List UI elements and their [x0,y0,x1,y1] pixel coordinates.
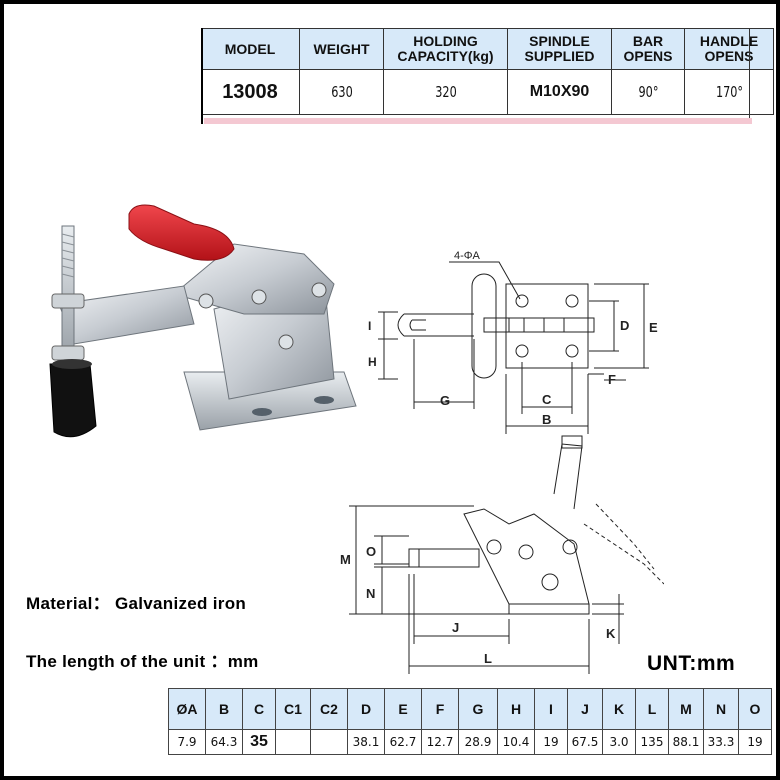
dim-label-I: I [368,319,371,333]
unit-label: UNT:mm [647,652,736,675]
dims-header-C: C [242,688,276,730]
dims-value-K: 3.0 [602,729,636,755]
dimensions-table: ØA B C C1 C2 D E F G H I J K L M N O 7.9 [168,688,772,755]
dims-value-D: 38.1 [347,729,385,755]
dims-value-C: 35 [242,729,276,755]
dims-value-J: 67.5 [567,729,603,755]
dim-label-M: M [340,552,351,567]
dims-value-M: 88.1 [668,729,704,755]
spec-header-weight: WEIGHT [299,28,384,70]
dim-label-K: K [606,626,616,641]
dims-header-I: I [534,688,568,730]
dims-header-B: B [205,688,243,730]
spec-holding-value: 320 [399,69,493,115]
dims-value-O: 19 [738,729,772,755]
dim-label-L: L [484,651,492,666]
spec-model-value: 13008 [201,69,300,115]
product-photo [49,204,357,438]
dims-header-C1: C1 [275,688,311,730]
dims-header-C2: C2 [310,688,348,730]
spec-bar-value: 90° [620,69,676,115]
unit-length-text: The length of the unit ：mm [26,652,259,671]
dim-label-J: J [452,620,459,635]
side-view-drawing: O M N J L K [340,435,664,674]
spec-handle-value: 170° [695,69,763,115]
dims-header-J: J [567,688,603,730]
hole-callout-label: 4-ΦA [454,250,481,262]
dim-label-F: F [608,372,616,387]
dims-value-N: 33.3 [703,729,739,755]
dims-value-E: 62.7 [384,729,422,755]
spec-weight-value: 630 [310,69,374,115]
dims-value-A: 7.9 [168,729,206,755]
spec-spindle-value: M10X90 [507,69,612,115]
dims-header-K: K [602,688,636,730]
dims-value-B: 64.3 [205,729,243,755]
dim-label-B: B [542,412,551,427]
dim-label-O: O [366,544,376,559]
dims-value-G: 28.9 [458,729,498,755]
clamp-spindle [61,225,75,357]
spec-left-border [201,28,203,124]
dim-label-G: G [440,393,450,408]
dims-value-I: 19 [534,729,568,755]
spec-right-border [749,28,750,124]
dims-header-N: N [703,688,739,730]
dims-header-G: G [458,688,498,730]
dim-label-C: C [542,392,552,407]
dims-value-F: 12.7 [421,729,459,755]
spec-bottom-strip [204,118,752,124]
dims-header-H: H [497,688,535,730]
dims-header-M: M [668,688,704,730]
dims-header-row: ØA B C C1 C2 D E F G H I J K L M N O [168,688,772,730]
dims-value-C1 [275,729,311,755]
dim-label-D: D [620,318,629,333]
dims-header-F: F [421,688,459,730]
dims-header-A: ØA [168,688,206,730]
dims-header-O: O [738,688,772,730]
spec-header-model: MODEL [201,28,300,70]
dim-label-E: E [649,320,658,335]
dims-value-C2 [310,729,348,755]
spec-value-row: 13008 630 320 M10X90 90° 170° [201,69,774,115]
dims-header-L: L [635,688,669,730]
clamp-red-handle [128,204,235,261]
clamp-handle-arm [172,243,335,315]
clamp-rubber-bumper [49,363,97,438]
dims-value-H: 10.4 [497,729,535,755]
dim-label-N: N [366,586,375,601]
material-text: Material： Galvanized iron [26,594,247,613]
dims-value-L: 135 [635,729,669,755]
dims-header-E: E [384,688,422,730]
dims-value-row: 7.9 64.3 35 38.1 62.7 12.7 28.9 10.4 19 … [168,729,772,755]
top-view-drawing: 4-ΦA I H G C B F D E [368,250,658,434]
dims-header-D: D [347,688,385,730]
dim-label-H: H [368,355,377,369]
